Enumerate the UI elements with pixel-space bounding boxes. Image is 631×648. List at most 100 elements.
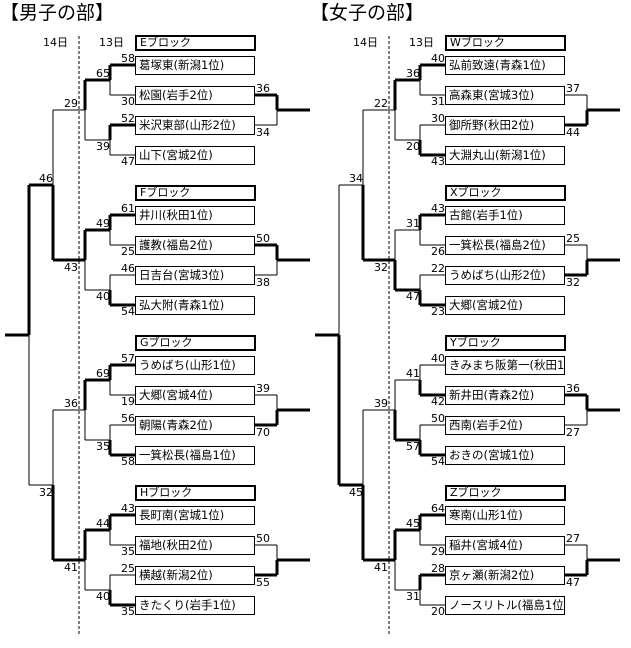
score-label: 34 — [349, 172, 363, 185]
day-label-14: 14日 — [43, 36, 68, 49]
team-box[interactable]: うめばち(山形1位) — [135, 356, 255, 375]
team-box[interactable]: 寒南(山形1位) — [445, 506, 565, 525]
score-label: 36 — [64, 397, 78, 410]
score-label: 32 — [374, 261, 388, 274]
day-label-13: 13日 — [409, 36, 434, 49]
team-box[interactable]: 弘大附(青森1位) — [135, 296, 255, 315]
score-label: 43 — [431, 155, 445, 168]
score-label: 22 — [431, 262, 445, 275]
score-label: 42 — [431, 395, 445, 408]
score-label: 25 — [121, 562, 135, 575]
day-label-14: 14日 — [353, 36, 378, 49]
block-header: Xブロック — [445, 185, 566, 201]
score-label: 65 — [96, 67, 110, 80]
team-box[interactable]: きみまち阪第一(秋田1位) — [445, 356, 565, 375]
team-box[interactable]: 弘前致遠(青森1位) — [445, 56, 565, 75]
score-label: 31 — [406, 217, 420, 230]
score-label: 54 — [431, 455, 445, 468]
team-box[interactable]: 西南(岩手2位) — [445, 416, 565, 435]
score-label: 35 — [96, 440, 110, 453]
block-header: Eブロック — [135, 35, 256, 51]
score-label: 61 — [121, 202, 135, 215]
score-label: 32 — [566, 276, 580, 289]
score-label: 20 — [431, 605, 445, 618]
team-box[interactable]: 松園(岩手2位) — [135, 86, 255, 105]
score-label: 56 — [121, 412, 135, 425]
score-label: 27 — [566, 426, 580, 439]
team-box[interactable]: 大淵丸山(新潟1位) — [445, 146, 565, 165]
team-box[interactable]: 朝陽(青森2位) — [135, 416, 255, 435]
score-label: 25 — [566, 232, 580, 245]
score-label: 36 — [406, 67, 420, 80]
score-label: 46 — [39, 172, 53, 185]
score-label: 41 — [406, 367, 420, 380]
score-label: 40 — [431, 52, 445, 65]
score-label: 69 — [96, 367, 110, 380]
score-label: 70 — [256, 426, 270, 439]
team-box[interactable]: 一箕松長(福島1位) — [135, 446, 255, 465]
score-label: 35 — [121, 545, 135, 558]
block-header: Hブロック — [135, 485, 256, 501]
score-label: 43 — [64, 261, 78, 274]
team-box[interactable]: 一箕松長(福島2位) — [445, 236, 565, 255]
team-box[interactable]: 葛塚東(新潟1位) — [135, 56, 255, 75]
score-label: 31 — [406, 590, 420, 603]
score-label: 29 — [64, 97, 78, 110]
score-label: 39 — [256, 382, 270, 395]
block-header: Yブロック — [445, 335, 566, 351]
score-label: 39 — [374, 397, 388, 410]
score-label: 41 — [374, 561, 388, 574]
score-label: 58 — [121, 455, 135, 468]
score-label: 30 — [121, 95, 135, 108]
score-label: 57 — [121, 352, 135, 365]
score-label: 38 — [256, 276, 270, 289]
team-box[interactable]: 米沢東部(山形2位) — [135, 116, 255, 135]
team-box[interactable]: 古館(岩手1位) — [445, 206, 565, 225]
team-box[interactable]: 大郷(宮城2位) — [445, 296, 565, 315]
team-box[interactable]: 長町南(宮城1位) — [135, 506, 255, 525]
team-box[interactable]: おきの(宮城1位) — [445, 446, 565, 465]
score-label: 39 — [96, 140, 110, 153]
team-box[interactable]: 井川(秋田1位) — [135, 206, 255, 225]
block-header: Wブロック — [445, 35, 566, 51]
team-box[interactable]: 福地(秋田2位) — [135, 536, 255, 555]
score-label: 47 — [406, 290, 420, 303]
day-label-13: 13日 — [99, 36, 124, 49]
score-label: 50 — [256, 232, 270, 245]
team-box[interactable]: ノースリトル(福島1位) — [445, 596, 565, 615]
team-box[interactable]: 新井田(青森2位) — [445, 386, 565, 405]
team-box[interactable]: 護教(福島2位) — [135, 236, 255, 255]
score-label: 36 — [256, 82, 270, 95]
team-box[interactable]: 山下(宮城2位) — [135, 146, 255, 165]
score-label: 40 — [96, 290, 110, 303]
score-label: 44 — [566, 126, 580, 139]
score-label: 50 — [256, 532, 270, 545]
score-label: 45 — [406, 517, 420, 530]
score-label: 31 — [431, 95, 445, 108]
block-header: Zブロック — [445, 485, 566, 501]
team-box[interactable]: うめばち(山形2位) — [445, 266, 565, 285]
score-label: 40 — [96, 590, 110, 603]
team-box[interactable]: 横越(新潟2位) — [135, 566, 255, 585]
score-label: 41 — [64, 561, 78, 574]
score-label: 40 — [431, 352, 445, 365]
score-label: 32 — [39, 486, 53, 499]
score-label: 44 — [96, 517, 110, 530]
team-box[interactable]: 京ヶ瀬(新潟2位) — [445, 566, 565, 585]
score-label: 22 — [374, 97, 388, 110]
score-label: 49 — [96, 217, 110, 230]
score-label: 45 — [349, 486, 363, 499]
score-label: 50 — [431, 412, 445, 425]
score-label: 20 — [406, 140, 420, 153]
team-box[interactable]: 日吉台(宮城3位) — [135, 266, 255, 285]
team-box[interactable]: 御所野(秋田2位) — [445, 116, 565, 135]
team-box[interactable]: 高森東(宮城3位) — [445, 86, 565, 105]
team-box[interactable]: きたくり(岩手1位) — [135, 596, 255, 615]
score-label: 55 — [256, 576, 270, 589]
score-label: 43 — [431, 202, 445, 215]
score-label: 25 — [121, 245, 135, 258]
score-label: 27 — [566, 532, 580, 545]
team-box[interactable]: 大郷(宮城4位) — [135, 386, 255, 405]
score-label: 54 — [121, 305, 135, 318]
team-box[interactable]: 稲井(宮城4位) — [445, 536, 565, 555]
